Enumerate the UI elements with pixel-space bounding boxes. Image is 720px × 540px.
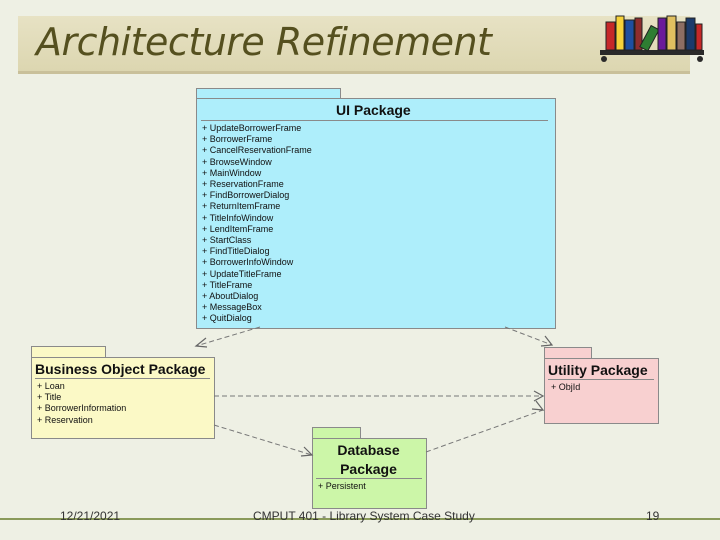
ui-package-body bbox=[196, 98, 556, 329]
class-item: + ReturnItemFrame bbox=[202, 201, 281, 212]
class-item: + LendItemFrame bbox=[202, 223, 274, 234]
class-item: + Loan bbox=[37, 381, 65, 391]
ui-package-name: UI Package bbox=[336, 102, 411, 118]
utility-package-name: Utility Package bbox=[548, 362, 648, 378]
arrowhead bbox=[194, 337, 208, 348]
class-item: + BorrowerInformation bbox=[37, 403, 127, 414]
title-band bbox=[18, 16, 690, 72]
footer-rule bbox=[0, 518, 720, 520]
class-item: + MainWindow bbox=[202, 167, 262, 178]
class-item: + Title bbox=[37, 392, 62, 403]
dependency-ui-to-utility bbox=[504, 326, 553, 346]
class-item: + BorrowerInfoWindow bbox=[202, 257, 294, 268]
footer-course: CMPUT 401 - Library System Case Study bbox=[253, 509, 475, 523]
arrowhead bbox=[540, 335, 554, 347]
class-item: + Persistent bbox=[318, 481, 366, 491]
class-item: + UpdateTitleFrame bbox=[202, 268, 282, 279]
database-package-divider bbox=[316, 478, 422, 479]
class-item: + TitleInfoWindow bbox=[202, 212, 274, 223]
arrowhead bbox=[531, 400, 545, 411]
database-package-body bbox=[312, 438, 427, 509]
database-package-class-list: + Persistent bbox=[318, 481, 366, 492]
utility-package-class-list: + ObjId bbox=[551, 382, 580, 393]
class-item: + UpdateBorrowerFrame bbox=[202, 123, 302, 133]
class-item: + QuitDialog bbox=[202, 313, 252, 324]
class-item: + TitleFrame bbox=[202, 279, 253, 290]
class-item: + Reservation bbox=[37, 414, 93, 425]
utility-package-divider bbox=[548, 379, 654, 380]
dependency-business-to-database bbox=[213, 424, 313, 456]
class-item: + FindTitleDialog bbox=[202, 246, 270, 257]
footer-date: 12/21/2021 bbox=[60, 509, 121, 523]
class-item: + AboutDialog bbox=[202, 291, 259, 302]
database-package-name: Database Package bbox=[337, 442, 400, 477]
business-package-body bbox=[31, 357, 215, 439]
dependency-database-to-utility bbox=[425, 409, 544, 453]
page-number: 19 bbox=[646, 509, 660, 523]
class-item: + FindBorrowerDialog bbox=[202, 190, 290, 201]
class-item: + MessageBox bbox=[202, 302, 262, 313]
ui-package-tab bbox=[196, 88, 341, 99]
class-item: + CancelReservationFrame bbox=[202, 145, 312, 156]
utility-package-tab bbox=[544, 347, 592, 359]
arrowhead bbox=[533, 390, 545, 402]
business-package-class-list: + Loan + Title + BorrowerInformation + R… bbox=[37, 381, 126, 426]
title-rule bbox=[18, 71, 690, 74]
dependency-ui-to-business bbox=[195, 326, 261, 347]
ui-package-divider bbox=[201, 120, 548, 121]
class-item: + ReservationFrame bbox=[202, 179, 284, 190]
class-item: + BrowseWindow bbox=[202, 156, 272, 167]
business-package-divider bbox=[35, 378, 210, 379]
business-package-tab bbox=[31, 346, 106, 358]
utility-package-body bbox=[544, 358, 659, 424]
slide-title: Architecture Refinement bbox=[36, 20, 492, 64]
database-package-tab bbox=[312, 427, 361, 439]
class-item: + ObjId bbox=[551, 382, 581, 392]
bookshelf-icon bbox=[600, 15, 704, 62]
class-item: + StartClass bbox=[202, 235, 252, 246]
arrowhead bbox=[300, 446, 314, 457]
ui-package-class-list: + UpdateBorrowerFrame + BorrowerFrame + … bbox=[202, 123, 312, 325]
business-package-name: Business Object Package bbox=[35, 361, 206, 377]
class-item: + BorrowerFrame bbox=[202, 134, 273, 145]
